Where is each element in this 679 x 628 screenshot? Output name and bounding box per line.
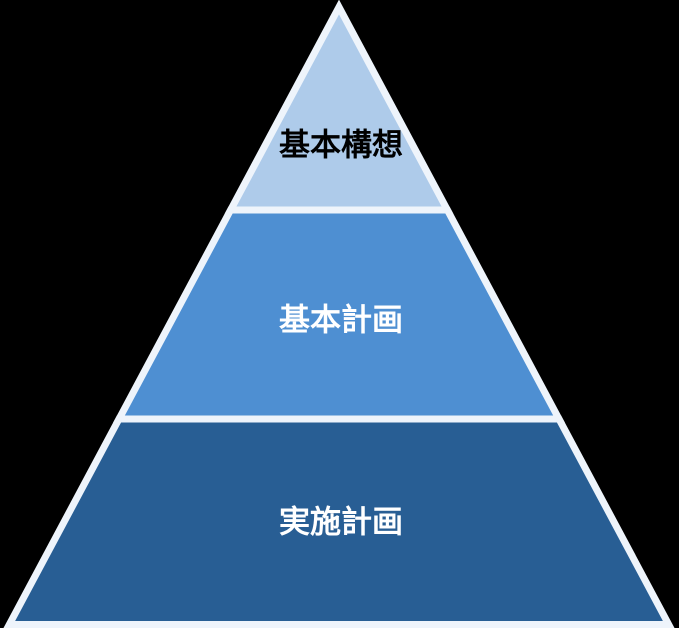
pyramid-level-top-label: 基本構想 bbox=[279, 128, 403, 163]
pyramid-level-middle-label: 基本計画 bbox=[279, 303, 403, 338]
pyramid-level-bottom-label: 実施計画 bbox=[279, 505, 403, 540]
pyramid-level-bottom-shape bbox=[3, 415, 675, 628]
pyramid-level-top-shape bbox=[224, 0, 454, 214]
